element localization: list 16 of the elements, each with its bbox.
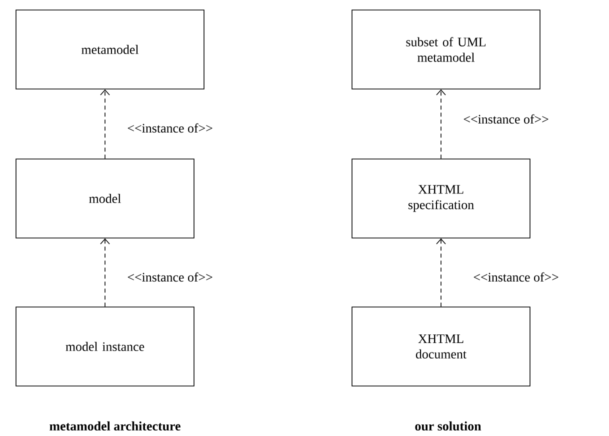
process-box: subset of UML metamodel xyxy=(352,10,540,90)
process-box: XHTML document xyxy=(352,306,530,386)
process-box: model instance xyxy=(16,306,194,386)
process-box: XHTML specification xyxy=(352,158,530,238)
dashed-arrow xyxy=(100,89,110,159)
process-box: model xyxy=(16,158,194,238)
process-box: metamodel xyxy=(16,10,204,90)
caption: metamodel architecture xyxy=(50,421,180,431)
edge-label: <<instance of>> xyxy=(126,122,214,134)
caption: our solution xyxy=(415,421,482,431)
edge-label: <<instance of>> xyxy=(462,113,550,125)
edge-label: <<instance of>> xyxy=(472,271,560,283)
dashed-arrow xyxy=(436,89,446,159)
edge-label: <<instance of>> xyxy=(126,271,214,283)
dashed-arrow xyxy=(436,238,446,307)
dashed-arrow xyxy=(100,238,110,307)
